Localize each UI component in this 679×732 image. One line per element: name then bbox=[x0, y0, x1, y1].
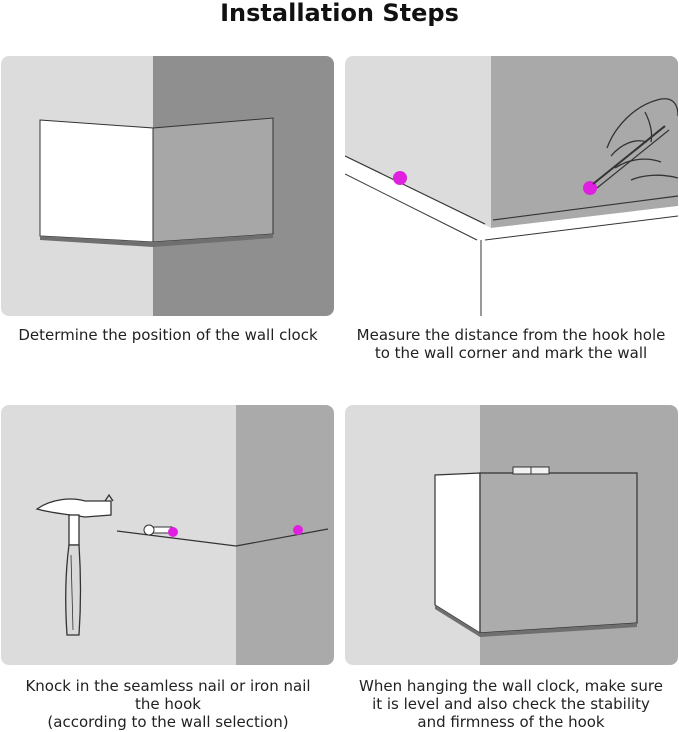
hook-icon bbox=[143, 524, 173, 536]
hook-icon bbox=[512, 466, 550, 475]
mark-dot-icon bbox=[393, 171, 407, 185]
step-4-caption: When hanging the wall clock, make sure i… bbox=[359, 677, 663, 731]
step-1-illustration bbox=[1, 56, 334, 316]
pencil-hand-illustration bbox=[592, 98, 678, 189]
step-1-caption: Determine the position of the wall clock bbox=[18, 326, 318, 344]
step-4-illustration bbox=[345, 405, 678, 665]
step-3-illustration bbox=[1, 405, 334, 665]
step-2-illustration bbox=[345, 56, 678, 316]
clock-box-illustration bbox=[39, 117, 274, 247]
step-2-caption: Measure the distance from the hook hole … bbox=[356, 326, 666, 362]
page-title: Installation Steps bbox=[220, 0, 459, 27]
clock-box-illustration bbox=[434, 472, 638, 637]
hammer-illustration bbox=[35, 493, 114, 636]
step-3-caption: Knock in the seamless nail or iron nail … bbox=[25, 677, 311, 731]
mark-dot-icon bbox=[168, 527, 178, 537]
mark-dot-icon bbox=[293, 525, 303, 535]
